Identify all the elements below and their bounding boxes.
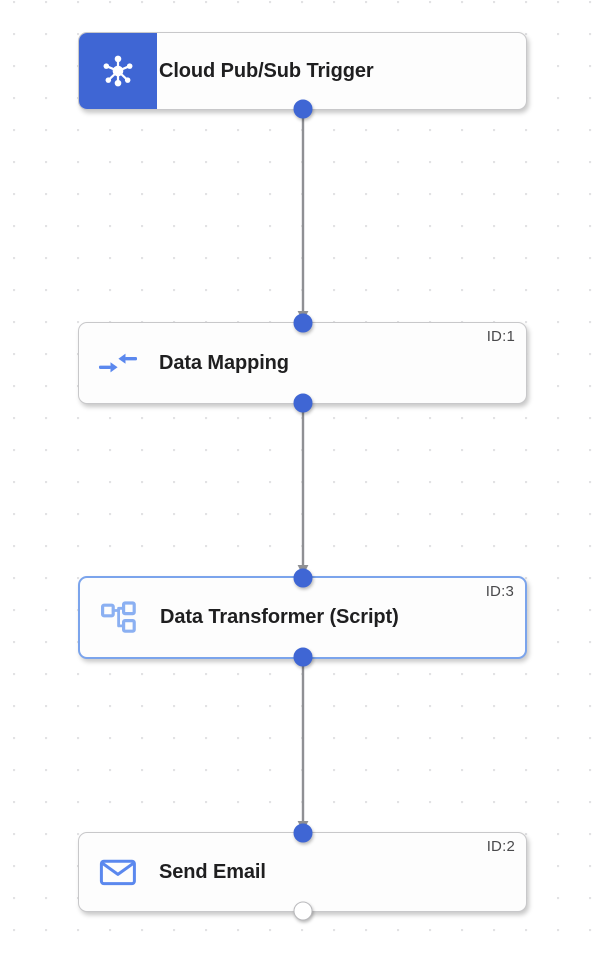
node-label: Data Transformer (Script): [160, 606, 399, 628]
node-input-port[interactable]: [293, 823, 312, 843]
node-output-port[interactable]: [293, 393, 312, 413]
node-label: Send Email: [159, 860, 266, 883]
node-label: Cloud Pub/Sub Trigger: [159, 59, 374, 82]
node-input-port[interactable]: [293, 313, 312, 333]
workflow-node-data-transformer-script[interactable]: Data Transformer (Script) ID:3: [78, 568, 527, 667]
node-input-port[interactable]: [293, 568, 312, 588]
envelope-icon: [99, 859, 136, 886]
node-id-badge: ID:3: [485, 583, 514, 600]
node-output-port-unconnected[interactable]: [293, 901, 312, 921]
merge-arrows-icon-wrap: [79, 323, 157, 403]
pubsub-hub-icon-panel: [79, 33, 157, 109]
node-id-badge: ID:1: [486, 328, 515, 345]
node-tree-icon-wrap: [80, 578, 158, 657]
workflow-node-data-mapping[interactable]: Data Mapping ID:1: [78, 313, 527, 413]
node-id-badge: ID:2: [486, 838, 515, 855]
node-output-port[interactable]: [293, 647, 312, 667]
merge-arrows-icon: [99, 353, 137, 373]
pubsub-hub-icon: [103, 55, 133, 87]
envelope-icon-wrap: [79, 833, 157, 911]
workflow-node-cloud-pubsub-trigger[interactable]: Cloud Pub/Sub Trigger: [78, 32, 527, 119]
node-tree-icon: [100, 600, 136, 633]
workflow-node-send-email[interactable]: Send Email ID:2: [78, 823, 527, 921]
node-label: Data Mapping: [159, 351, 289, 374]
node-output-port[interactable]: [293, 99, 312, 119]
